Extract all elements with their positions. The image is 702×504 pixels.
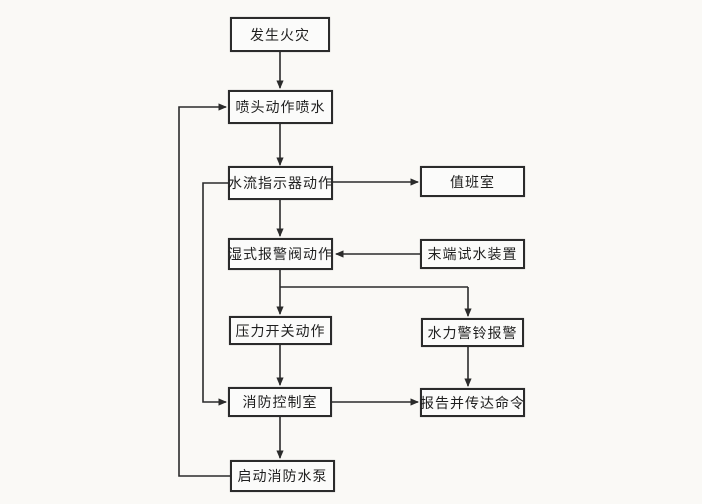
node-fire-control-room: 消防控制室	[228, 387, 332, 417]
node-pressure-switch: 压力开关动作	[229, 316, 332, 345]
node-start-fire-pump: 启动消防水泵	[230, 460, 335, 492]
node-fire-occurs: 发生火灾	[230, 17, 330, 52]
node-report-relay-orders: 报告并传达命令	[420, 388, 525, 417]
node-flow-indicator: 水流指示器动作	[228, 166, 333, 200]
node-end-test-device: 末端试水装置	[420, 239, 525, 269]
node-hydraulic-alarm-bell: 水力警铃报警	[421, 318, 524, 347]
node-duty-room: 值班室	[420, 166, 525, 197]
node-wet-alarm-valve: 湿式报警阀动作	[228, 238, 333, 270]
node-sprinkler-sprays: 喷头动作喷水	[228, 90, 333, 124]
